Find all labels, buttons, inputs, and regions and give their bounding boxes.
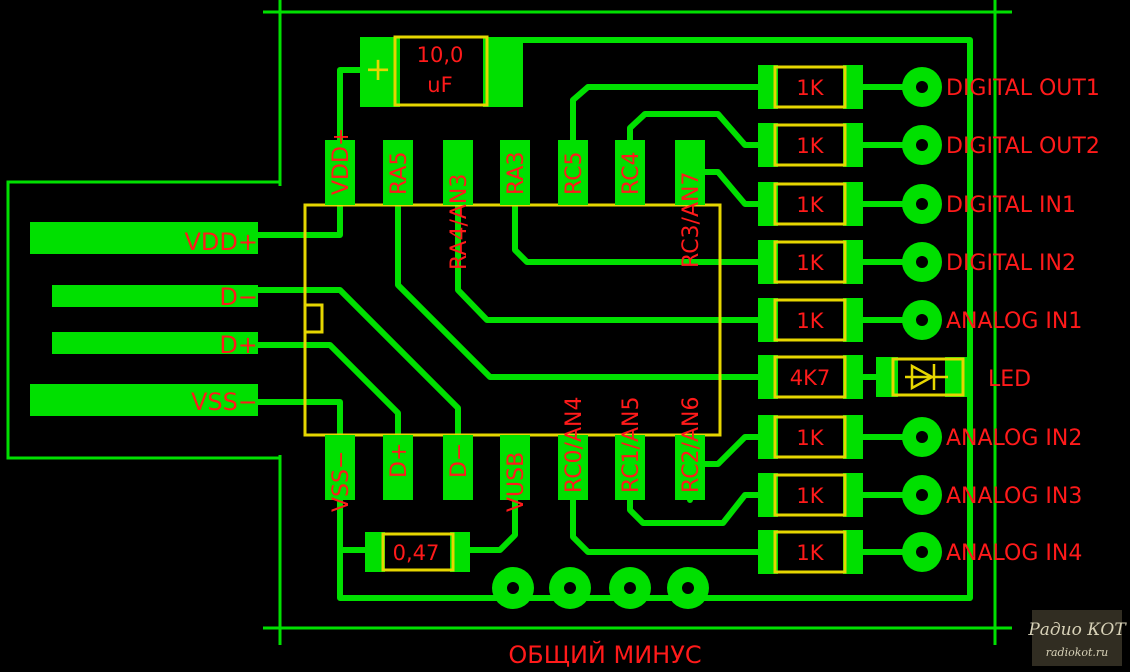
ic-pin-label: RC2/AN6	[679, 397, 704, 493]
output-pads	[902, 67, 942, 572]
output-label: ANALOG IN4	[946, 541, 1082, 566]
capacitor-value-line2: uF	[427, 73, 452, 97]
ic-pin-label: RC4	[619, 151, 644, 195]
output-pad	[902, 300, 942, 340]
output-pad	[902, 475, 942, 515]
output-labels: DIGITAL OUT1 DIGITAL OUT2 DIGITAL IN1 DI…	[946, 76, 1100, 566]
ground-pad	[609, 567, 651, 609]
output-pad	[902, 67, 942, 107]
ic-pin-label: RA5	[387, 152, 412, 195]
resistor: 1K	[758, 65, 863, 109]
resistor-column: 1K 1K 1K 1K 1K 4K7 1	[758, 65, 863, 574]
usb-label-vss: VSS−	[191, 388, 258, 416]
ic-pin-label: RC5	[562, 151, 587, 195]
output-label: ANALOG IN1	[946, 309, 1082, 334]
ground-pads	[492, 567, 709, 609]
resistor-value: 1K	[796, 193, 824, 217]
ic-pin-label: D+	[387, 443, 412, 478]
ic-pin-label: VUSB	[504, 452, 529, 512]
resistor: 1K	[758, 415, 863, 459]
ic-pin-label: VSS−	[329, 451, 354, 512]
board-outline	[6, 0, 1012, 645]
resistor: 1K	[758, 240, 863, 284]
resistor-value: 1K	[796, 251, 824, 275]
usb-finger-vdd	[30, 222, 258, 254]
capacitor-value-line1: 10,0	[417, 43, 464, 67]
resistor-value: 1K	[796, 426, 824, 450]
output-label: DIGITAL OUT1	[946, 76, 1100, 101]
ground-pad	[549, 567, 591, 609]
usb-label-dminus: D−	[219, 283, 258, 311]
usb-connector: VDD+ D− D+ VSS−	[30, 222, 258, 416]
output-pad	[902, 125, 942, 165]
resistor-value: 1K	[796, 541, 824, 565]
output-pad	[902, 532, 942, 572]
ground-pad	[667, 567, 709, 609]
ic-pin-label: RC3/AN7	[679, 172, 704, 268]
capacitor-polarity-mark: +	[365, 50, 392, 88]
resistor: 4K7	[758, 355, 863, 399]
usb-finger-dminus	[52, 285, 258, 307]
output-label: DIGITAL IN2	[946, 251, 1076, 276]
output-pad	[902, 417, 942, 457]
output-pad	[902, 184, 942, 224]
output-label: LED	[988, 367, 1031, 392]
resistor: 1K	[758, 530, 863, 574]
resistor: 1K	[758, 473, 863, 517]
ground-label: ОБЩИЙ МИНУС	[508, 640, 701, 669]
resistor: 1K	[758, 123, 863, 167]
ic-pin-label: VDD+	[329, 128, 354, 195]
resistor-value: 1K	[796, 484, 824, 508]
resistor-value: 4K7	[790, 366, 831, 390]
resistor: 1K	[758, 182, 863, 226]
output-label: DIGITAL OUT2	[946, 134, 1100, 159]
ic-pins-bottom: VSS− D+ D− VUSB RC0/AN4 RC1/AN5 RC2/AN6	[325, 397, 705, 512]
output-label: ANALOG IN2	[946, 426, 1082, 451]
output-label: ANALOG IN3	[946, 484, 1082, 509]
watermark-url: radiokot.ru	[1046, 646, 1109, 659]
output-pad	[902, 242, 942, 282]
ic-pin-label: RA3	[504, 152, 529, 195]
watermark-title: Радио КОТ	[1027, 620, 1127, 640]
copper-tracks	[255, 37, 973, 601]
capacitor-047: 0,47	[365, 532, 470, 572]
ic-pin-label: RC1/AN5	[619, 397, 644, 493]
usb-finger-vss	[30, 384, 258, 416]
usb-label-dplus: D+	[219, 331, 258, 359]
usb-finger-dplus	[52, 332, 258, 354]
capacitor-10uf: + 10,0 uF	[360, 35, 523, 107]
capacitor-bottom-value: 0,47	[393, 541, 440, 565]
led-diode	[876, 357, 967, 397]
watermark-logo: Радио КОТ radiokot.ru	[1027, 610, 1127, 666]
resistor: 1K	[758, 298, 863, 342]
resistor-value: 1K	[796, 309, 824, 333]
output-label: DIGITAL IN1	[946, 193, 1076, 218]
ic-pin-label: RC0/AN4	[562, 397, 587, 493]
resistor-value: 1K	[796, 134, 824, 158]
ic-pin-label: D−	[447, 443, 472, 478]
usb-label-vdd: VDD+	[185, 228, 259, 256]
ic-pins-top: VDD+ RA5 RA4/AN3 RA3 RC5 RC4 RC3/AN7	[325, 128, 705, 270]
ic-pin-label: RA4/AN3	[447, 174, 472, 270]
ground-pad	[492, 567, 534, 609]
resistor-value: 1K	[796, 76, 824, 100]
ic-notch	[303, 303, 324, 334]
